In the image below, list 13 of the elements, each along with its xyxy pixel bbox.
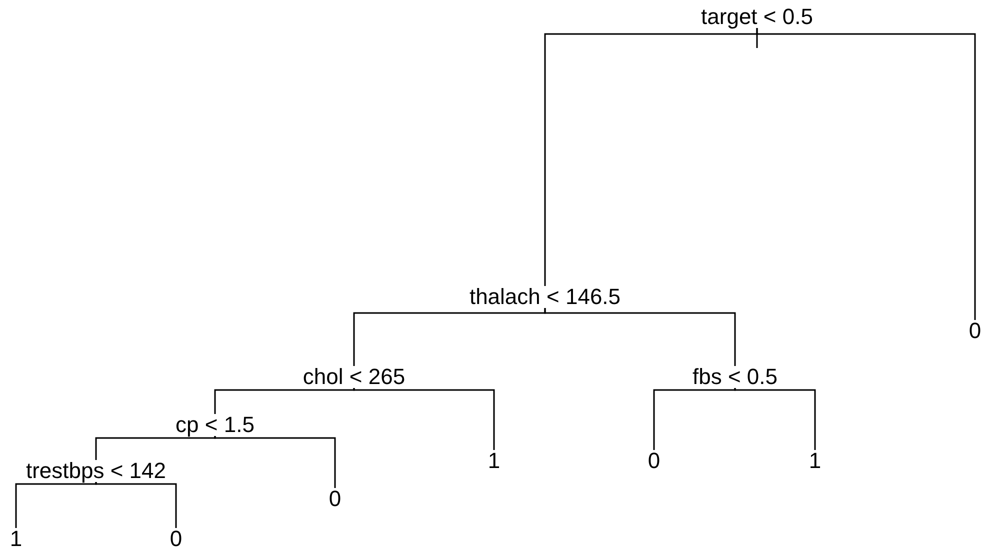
tree-branch [756, 28, 976, 320]
tree-branch [214, 388, 355, 414]
tree-branch [15, 482, 97, 528]
tree-branch [653, 388, 736, 450]
tree-branch [544, 308, 736, 366]
tree-branch [95, 436, 216, 460]
split-label: trestbps < 142 [24, 460, 168, 482]
tree-branch [95, 482, 177, 528]
split-label: target < 0.5 [700, 6, 814, 28]
split-label: cp < 1.5 [174, 414, 256, 436]
tree-branch [734, 388, 816, 450]
tree-branch [353, 388, 495, 450]
tree-branch [214, 436, 336, 488]
